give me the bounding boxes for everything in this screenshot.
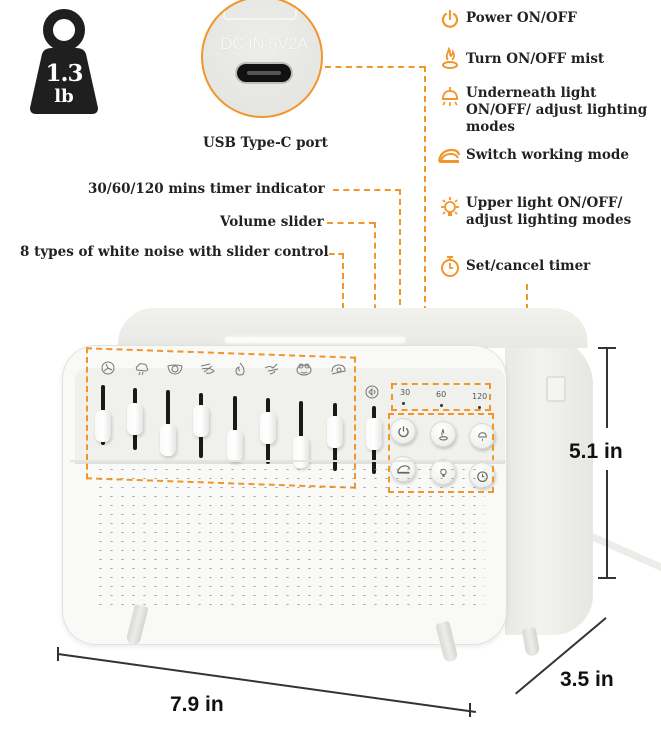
panel-seam xyxy=(70,460,508,462)
volume-leader-down xyxy=(374,222,376,372)
callout-power: Power ON/OFF xyxy=(466,10,577,26)
top-light-strip xyxy=(225,337,405,343)
timer-60-led xyxy=(440,404,443,407)
height-dimension-cap-bottom xyxy=(598,577,616,579)
volume-leader xyxy=(327,222,375,224)
upper-light-icon xyxy=(441,197,459,216)
height-dimension: 5.1 in xyxy=(569,440,623,463)
callout-volume-slider: Volume slider xyxy=(220,214,324,230)
slider-track xyxy=(166,390,170,455)
underneath-light-icon xyxy=(442,87,458,106)
underneath-light-icon xyxy=(477,431,487,441)
timer-indicator: 30 60 120 xyxy=(396,388,492,409)
volume-slider[interactable] xyxy=(366,418,382,450)
power-icon xyxy=(397,425,409,437)
wind-slider[interactable] xyxy=(193,405,209,437)
depth-dimension: 3.5 in xyxy=(560,668,614,691)
rain-slider[interactable] xyxy=(127,403,143,435)
callout-underneath-light: Underneath light ON/OFF/ adjust lighting… xyxy=(466,85,648,135)
height-dimension-line-bottom xyxy=(606,470,608,578)
leaf-noise-icon xyxy=(167,364,183,375)
bird-slider[interactable] xyxy=(260,412,276,444)
height-dimension-line-top xyxy=(606,348,608,428)
slider-track xyxy=(299,401,303,467)
mist-button[interactable] xyxy=(430,421,456,447)
timer-60-label: 60 xyxy=(436,390,447,399)
usb-c-connector xyxy=(237,64,291,82)
white-noise-leader xyxy=(329,253,344,255)
fan-slider[interactable] xyxy=(95,410,111,442)
fire-noise-icon xyxy=(235,362,245,376)
wind-noise-icon xyxy=(200,363,215,374)
power-icon xyxy=(441,9,459,28)
timer-indicator-leader xyxy=(333,189,401,191)
bird-noise-icon xyxy=(264,363,279,375)
rain-cloud-noise-icon xyxy=(135,363,149,376)
usb-inset-panel-edge xyxy=(223,0,297,20)
side-handle xyxy=(546,376,566,402)
weight-unit: lb xyxy=(54,86,74,107)
usb-port-caption: USB Type-C port xyxy=(203,135,328,151)
timer-indicator-leader-down xyxy=(399,189,401,385)
width-dimension-line xyxy=(57,653,476,713)
callout-timer-indicator: 30/60/120 mins timer indicator xyxy=(88,181,325,197)
underneath-light-button[interactable] xyxy=(469,423,495,449)
callout-switch-mode: Switch working mode xyxy=(466,147,629,163)
power-button[interactable] xyxy=(390,418,416,444)
leaf-slider[interactable] xyxy=(160,424,176,456)
usb-inset-text: DC IN 5V2A xyxy=(220,34,308,53)
callout-upper-light: Upper light ON/OFF/ adjust lighting mode… xyxy=(466,195,632,228)
kettlebell-weight-icon xyxy=(30,9,98,114)
stream-noise-icon xyxy=(331,364,346,375)
weight-value: 1.3 xyxy=(45,60,83,87)
switch-mode-icon xyxy=(438,148,460,163)
timer-120-label: 120 xyxy=(472,392,488,401)
usb-connector-line-down xyxy=(424,66,426,322)
width-dimension-cap-right xyxy=(469,703,471,717)
callout-timer: Set/cancel timer xyxy=(466,258,591,274)
callout-white-noise: 8 types of white noise with slider contr… xyxy=(20,244,329,260)
mist-icon xyxy=(438,427,448,440)
timer-120-led xyxy=(478,406,481,409)
weight-badge: 1.3 lb xyxy=(28,8,100,114)
usb-connector-line xyxy=(325,66,425,68)
timer-icon xyxy=(441,256,459,277)
frog-noise-icon xyxy=(296,363,312,376)
callout-mist: Turn ON/OFF mist xyxy=(466,51,605,67)
timer-30-led xyxy=(402,402,405,405)
usb-port-inset: DC IN 5V2A xyxy=(201,0,323,118)
width-dimension-cap-left xyxy=(57,647,59,661)
stream-slider[interactable] xyxy=(327,416,343,448)
volume-icon xyxy=(365,385,379,399)
white-noise-leader-down xyxy=(342,253,344,359)
timer-30-label: 30 xyxy=(400,388,411,397)
timer-indicator-highlight xyxy=(391,383,491,411)
height-dimension-cap-top xyxy=(598,347,616,349)
fire-slider[interactable] xyxy=(227,430,243,462)
mist-icon xyxy=(442,46,458,69)
power-cable xyxy=(588,532,661,575)
fan-noise-icon xyxy=(101,361,115,375)
slider-track xyxy=(233,396,237,461)
speaker-grille xyxy=(95,465,485,605)
width-dimension: 7.9 in xyxy=(170,693,224,716)
